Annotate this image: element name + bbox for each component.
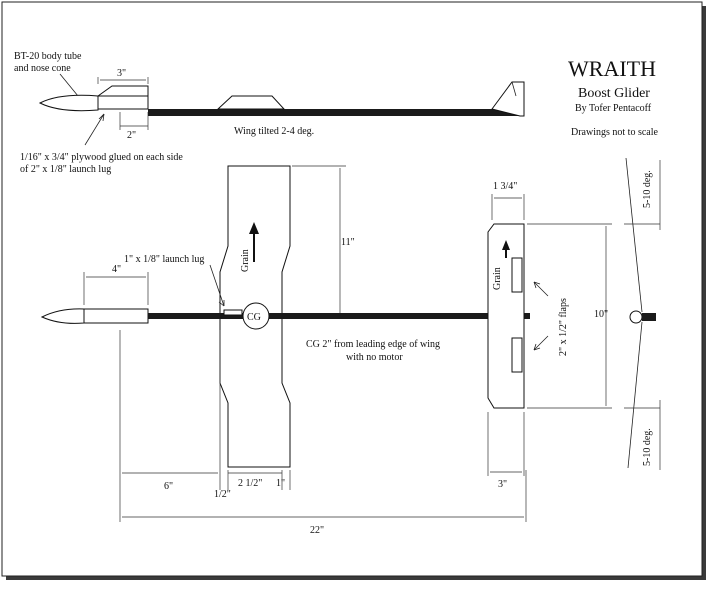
flap-arrow-upper: [533, 281, 549, 297]
dihedral-bottom-label: 5-10 deg.: [642, 428, 653, 466]
front-wing-upper: [625, 157, 643, 313]
side-dim-3in: 3": [117, 68, 126, 79]
flap-arrow-lower: [533, 335, 549, 351]
plywood-note-1: 1/16" x 3/4" plywood glued on each side: [20, 152, 183, 163]
flap-arrowhead-upper: [533, 281, 541, 289]
body-tube-label-2: and nose cone: [14, 63, 71, 74]
tail-dim-1-3-4: 1 3/4": [493, 181, 517, 192]
top-dim-6in: 6": [164, 481, 173, 492]
front-wing-lower: [627, 321, 643, 469]
cg-label: CG: [247, 312, 261, 323]
scale-note: Drawings not to scale: [571, 127, 658, 138]
launch-lug-leader: [209, 264, 225, 307]
top-dim-1in: 1": [276, 478, 285, 489]
dihedral-top-label: 5-10 deg.: [642, 170, 653, 208]
top-boom: [148, 313, 530, 319]
top-dim-22in: 22": [310, 525, 324, 536]
title-subtitle: Boost Glider: [578, 86, 650, 101]
cg-note-2: with no motor: [346, 352, 403, 363]
title-name: WRAITH: [568, 56, 656, 81]
body-tube-leader: [59, 73, 79, 97]
top-dim-half: 1/2": [214, 489, 231, 500]
front-view: 5-10 deg. 5-10 deg.: [624, 157, 661, 470]
side-view: BT-20 body tube and nose cone 3" 2" Wing…: [14, 51, 525, 175]
flaps-label: 2" x 1/2" flaps: [558, 298, 569, 356]
side-wing: [216, 95, 286, 110]
front-boom: [642, 313, 656, 321]
body-tube-label-1: BT-20 body tube: [14, 51, 82, 62]
side-body-tube: [97, 95, 149, 110]
cg-marker: [242, 302, 270, 330]
plywood-leader: [84, 113, 105, 146]
launch-lug-arrowhead: [218, 300, 225, 307]
side-tail-edge: [511, 81, 517, 97]
top-view: 4" Grain 1" x 1/8" launch lug CG CG 2" f…: [40, 165, 530, 536]
side-tail-fin: [491, 81, 525, 117]
plywood-arrowhead: [98, 113, 105, 122]
wing-tilt-note: Wing tilted 2-4 deg.: [234, 126, 314, 137]
flap-arrowhead-lower: [533, 343, 541, 351]
plywood-note-2: of 2" x 1/8" launch lug: [20, 164, 111, 175]
wing-grain-arrowhead: [249, 222, 259, 234]
side-boom: [148, 109, 520, 116]
flap-lower: [511, 337, 523, 373]
top-launch-lug: [223, 309, 243, 316]
flap-upper: [511, 257, 523, 293]
tail-view: Grain 2" x 1/2" flaps 1 3/4" 10" 3": [487, 181, 612, 490]
tail-grain-arrowhead: [502, 240, 510, 250]
tail-grain-label: Grain: [492, 267, 503, 290]
launch-lug-label: 1" x 1/8" launch lug: [124, 254, 204, 265]
side-dim-2in: 2": [127, 130, 136, 141]
top-dim-2half: 2 1/2": [238, 478, 262, 489]
cg-note-1: CG 2" from leading edge of wing: [306, 339, 440, 350]
wing-grain-label: Grain: [240, 249, 251, 272]
top-body-tube: [83, 308, 149, 324]
top-dim-4in: 4": [112, 264, 121, 275]
tail-dim-3in: 3": [498, 479, 507, 490]
front-body-tube: [629, 310, 643, 324]
tail-dim-10in: 10": [594, 309, 608, 320]
top-dim-11in: 11": [341, 237, 355, 248]
title-author: By Tofer Pentacoff: [575, 103, 652, 114]
side-plywood-mount: [96, 85, 149, 97]
